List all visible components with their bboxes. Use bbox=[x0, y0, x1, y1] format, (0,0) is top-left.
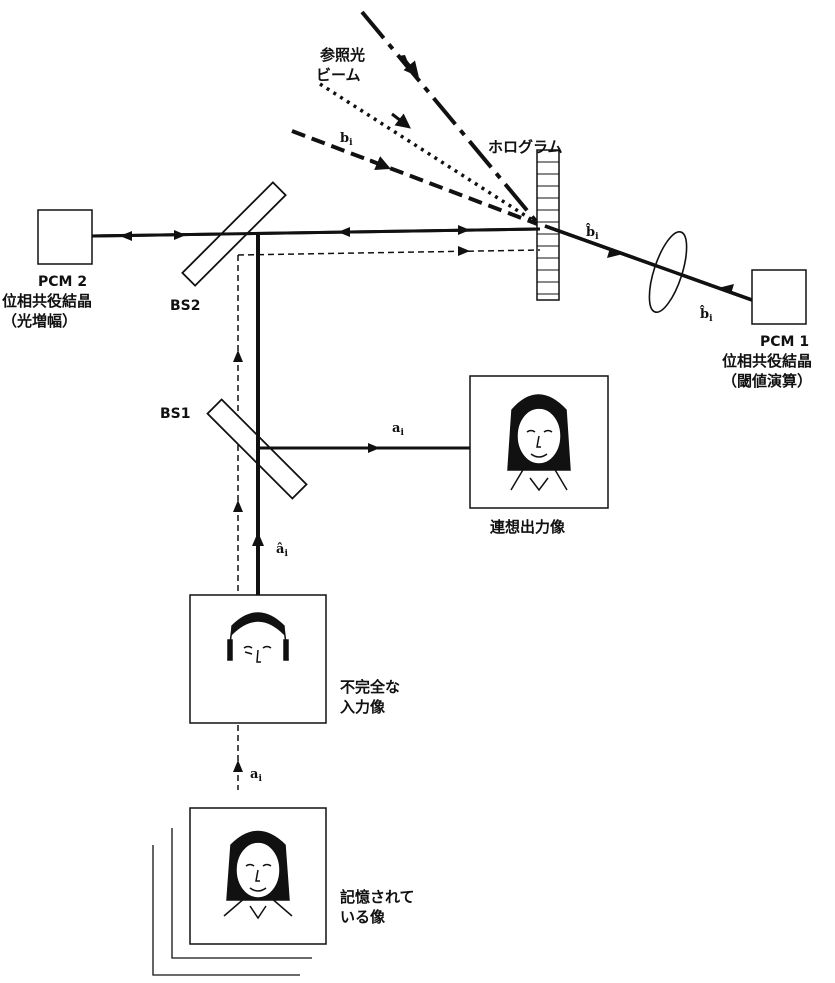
pcm1-title: PCM 1 bbox=[760, 334, 809, 350]
pcm1-box bbox=[751, 269, 807, 325]
symbol-b-hat-1: b̂i bbox=[585, 223, 599, 242]
bs2-label: BS2 bbox=[170, 298, 201, 314]
incomplete-label-2: 入力像 bbox=[340, 698, 386, 716]
pcm1-line1: 位相共役結晶 bbox=[722, 352, 812, 370]
symbol-b-hat-2: b̂i bbox=[699, 305, 713, 324]
reference-beam-label-1: 参照光 bbox=[320, 46, 365, 64]
symbol-a-output: ai bbox=[392, 421, 404, 438]
pcm2-title: PCM 2 bbox=[38, 274, 87, 290]
face-stored-icon bbox=[223, 830, 293, 920]
symbol-b-incoming: bi bbox=[340, 131, 353, 148]
stored-image-box bbox=[189, 807, 327, 945]
reference-beam-label-2: ビーム bbox=[316, 66, 361, 84]
reference-beam-dotted bbox=[319, 82, 541, 227]
symbol-a-stored: ai bbox=[250, 767, 262, 784]
bs1-label: BS1 bbox=[160, 406, 191, 422]
face-output-icon bbox=[507, 394, 571, 492]
pcm2-line2: （光増幅） bbox=[2, 312, 77, 330]
output-image-box bbox=[469, 375, 609, 509]
beam-to-output bbox=[258, 443, 470, 453]
hologram-plate bbox=[536, 149, 560, 301]
pcm2-line1: 位相共役結晶 bbox=[2, 292, 92, 310]
incomplete-label-1: 不完全な bbox=[340, 678, 400, 696]
lens bbox=[648, 231, 688, 313]
incomplete-input-box bbox=[189, 594, 327, 724]
hologram-label: ホログラム bbox=[488, 138, 563, 156]
pcm1-line2: （閾値演算） bbox=[722, 372, 812, 390]
stored-images-stack bbox=[152, 828, 312, 976]
beam-b-dashed bbox=[291, 129, 541, 227]
symbol-a-hat: âi bbox=[276, 542, 288, 559]
face-partial-icon bbox=[227, 612, 289, 663]
pcm2-box bbox=[37, 209, 93, 265]
stored-label-2: いる像 bbox=[340, 908, 386, 926]
object-beam-long-dash bbox=[360, 10, 542, 228]
output-image-label: 連想出力像 bbox=[490, 518, 566, 536]
stored-label-1: 記憶されて bbox=[340, 888, 415, 906]
